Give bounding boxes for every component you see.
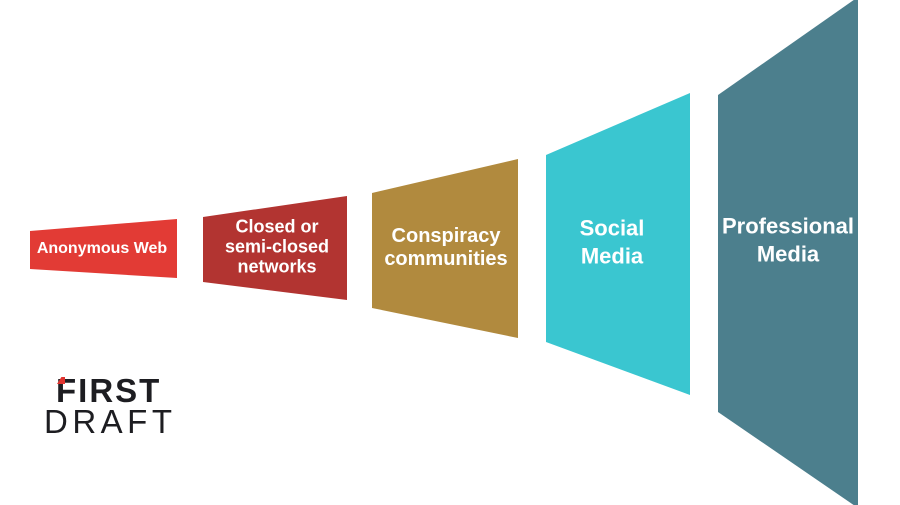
funnel-segment-professional-media bbox=[718, 0, 858, 505]
logo-word-first-text: FIRST bbox=[56, 372, 162, 409]
funnel-segment-conspiracy-communities bbox=[372, 159, 518, 338]
funnel-segment-anonymous-web bbox=[30, 219, 177, 278]
logo-word-first: FIRST bbox=[56, 374, 177, 407]
logo-accent-mark-icon bbox=[57, 377, 65, 384]
logo-word-draft: DRAFT bbox=[44, 403, 177, 440]
funnel-segment-closed-networks bbox=[203, 196, 347, 300]
funnel-segment-social-media bbox=[546, 93, 690, 395]
first-draft-logo: FIRST DRAFT bbox=[44, 374, 177, 440]
